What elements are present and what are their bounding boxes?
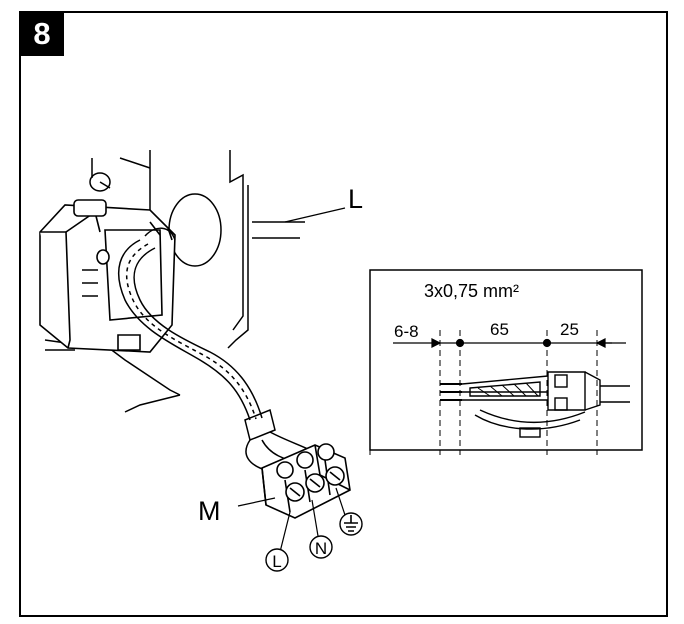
junction-box [39,199,176,353]
step-number-badge: 8 [20,12,64,56]
terminal-live-marker [265,548,289,572]
connector-label-leader [237,497,276,507]
wall-opening [168,193,222,267]
cable-spec-label: 3x0,75 mm² [424,281,519,301]
prepared-cable-drawing [440,371,630,438]
figure-border [19,11,668,617]
terminal-neutral-leader [311,499,319,537]
cable-label-leader [284,207,346,223]
wall-outline [44,150,305,413]
terminal-live-leader [279,511,291,553]
dim-conductor-length: 65 [490,320,509,339]
terminal-live-label: L [272,552,281,571]
dim-strip-length: 6-8 [394,322,419,341]
dim-sheath-length: 25 [560,320,579,339]
terminal-neutral-marker [309,535,333,559]
connector-label: M [198,496,221,526]
terminal-neutral-label: N [315,539,327,558]
dimension-line [393,338,626,348]
terminal-earth-leader [335,487,346,516]
cable-detail-inset: 3x0,75 mm² 6-8 65 25 [369,269,643,455]
earth-ground-icon [339,512,363,536]
cable-label: L [348,184,363,214]
terminal-block [261,443,351,519]
wall-peg [89,158,111,192]
